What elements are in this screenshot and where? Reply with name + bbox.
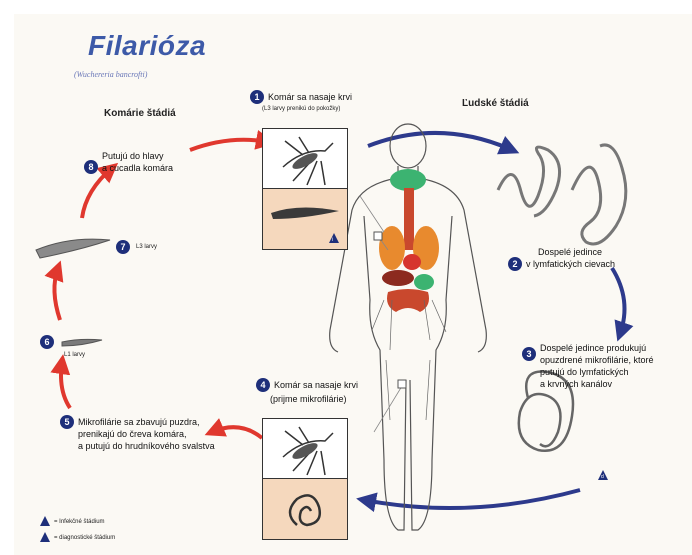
step-3-text-line4: a krvných kanálov bbox=[540, 378, 612, 390]
stomach-organ bbox=[414, 274, 434, 290]
infective-mark-label: i bbox=[332, 237, 333, 243]
step-5-badge: 5 bbox=[60, 415, 74, 429]
step-5-text-line1: Mikrofilárie sa zbavujú puzdra, bbox=[78, 416, 200, 428]
arrow-3-to-4 bbox=[364, 490, 580, 508]
arrow-6-to-7 bbox=[54, 268, 60, 320]
microfilaria-icon bbox=[263, 479, 347, 539]
legend-infective-icon bbox=[40, 516, 50, 526]
step-2-badge: 2 bbox=[508, 257, 522, 271]
step-5-text-line3: a putujú do hrudníkového svalstva bbox=[78, 440, 215, 452]
step-5-text-line2: prenikajú do čreva komára, bbox=[78, 428, 187, 440]
diagnostic-mark-label: d bbox=[601, 474, 604, 480]
legend-infective-text: = Infekčné štádium bbox=[54, 519, 105, 525]
step-8-text-line1: Putujú do hlavy bbox=[102, 150, 164, 162]
arrow-5-to-6 bbox=[61, 362, 70, 408]
esophagus bbox=[404, 188, 414, 250]
step-7-label: L3 larvy bbox=[136, 244, 157, 250]
infective-stage-marker bbox=[329, 233, 339, 243]
step-2-text-line2: v lymfatických cievach bbox=[526, 258, 615, 270]
mosquito-bite-panel-top bbox=[262, 128, 348, 190]
bite-marker-upper bbox=[374, 232, 382, 240]
step-1-text: Komár sa nasaje krvi bbox=[268, 91, 352, 103]
step-8-text-line2: a cucadla komára bbox=[102, 162, 173, 174]
mosquito-icon-top bbox=[263, 129, 347, 189]
step-3-badge: 3 bbox=[522, 347, 536, 361]
step-4-badge: 4 bbox=[256, 378, 270, 392]
mosquito-bite-panel-bottom bbox=[262, 418, 348, 480]
step-4-text-line1: Komár sa nasaje krvi bbox=[274, 379, 358, 391]
legend-diagnostic-icon bbox=[40, 532, 50, 542]
arrow-2-to-3 bbox=[612, 268, 625, 334]
left-lung bbox=[379, 226, 405, 270]
step-4-text-line2: (prijme mikrofilárie) bbox=[270, 393, 347, 405]
step-7-badge: 7 bbox=[116, 240, 130, 254]
step-1-subtext: (L3 larvy prenikú do pokožky) bbox=[262, 106, 340, 112]
step-3-text-line2: opuzdrené mikrofilárie, ktoré bbox=[540, 354, 654, 366]
step-6-badge: 6 bbox=[40, 335, 54, 349]
step-2-text-line1: Dospelé jedince bbox=[538, 246, 602, 258]
l1-larva-drawing bbox=[62, 339, 102, 346]
heart-organ bbox=[403, 254, 421, 270]
bite-marker-lower bbox=[398, 380, 406, 388]
arrow-8-to-1 bbox=[190, 140, 268, 150]
step-6-label: L1 larvy bbox=[64, 352, 85, 358]
step-8-badge: 8 bbox=[84, 160, 98, 174]
arrow-4-to-5 bbox=[212, 427, 262, 438]
brain-organ bbox=[390, 169, 426, 191]
mosquito-icon-bottom bbox=[263, 419, 347, 479]
legend-diagnostic-text: = diagnostické štádium bbox=[54, 535, 115, 541]
l3-larva-drawing bbox=[36, 239, 110, 258]
step-1-badge: 1 bbox=[250, 90, 264, 104]
adult-worm-male bbox=[498, 147, 560, 216]
arrow-7-to-8 bbox=[82, 168, 112, 218]
adult-worm-female bbox=[572, 145, 626, 244]
liver-organ bbox=[382, 270, 414, 286]
step-3-text-line1: Dospelé jedince produkujú bbox=[540, 342, 646, 354]
intestines bbox=[387, 289, 429, 312]
microfilaria-panel bbox=[262, 478, 348, 540]
l3-larva-panel: i bbox=[262, 188, 348, 250]
lymph-vessels bbox=[372, 300, 446, 420]
step-3-text-line3: putujú do lymfatických bbox=[540, 366, 629, 378]
